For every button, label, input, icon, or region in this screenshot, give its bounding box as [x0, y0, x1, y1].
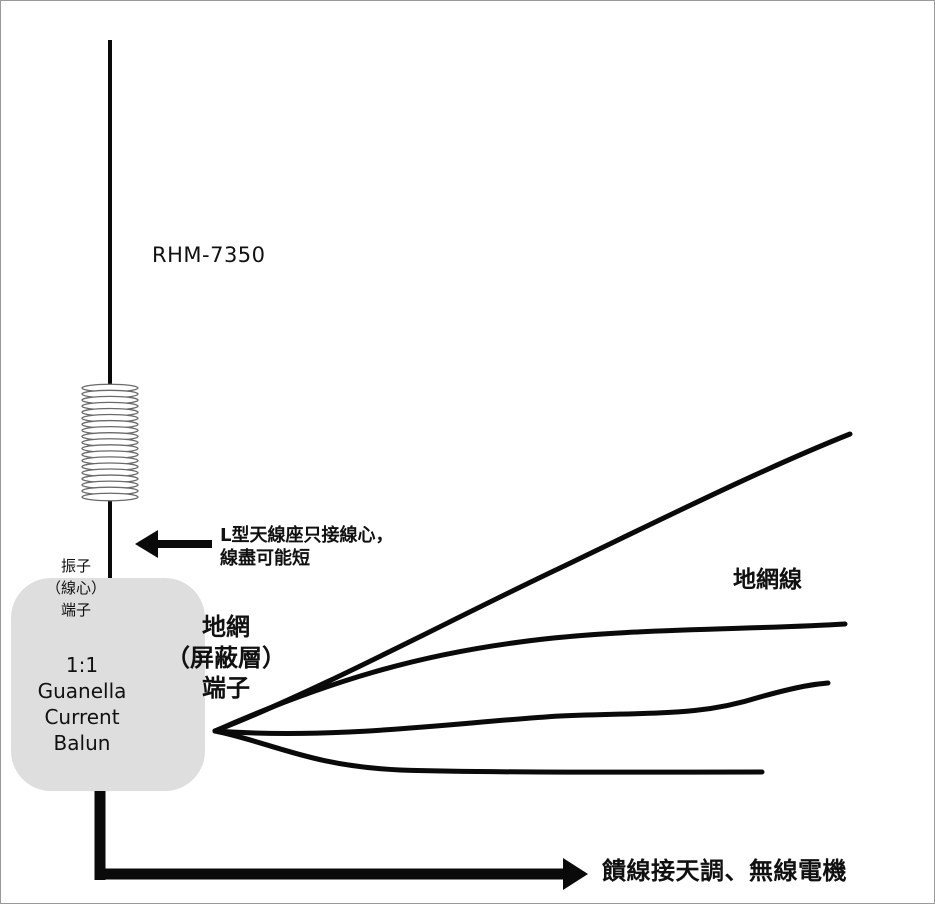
arrow-left-icon — [135, 530, 212, 558]
arrow-right-icon — [563, 858, 588, 890]
shield-terminal-label: 地網 （屏蔽層） 端子 — [166, 613, 286, 703]
balun-box — [11, 578, 205, 791]
antenna-model-label: RHM-7350 — [152, 243, 266, 267]
radial-wire-3 — [212, 680, 831, 736]
radial-wire-4 — [212, 728, 765, 775]
feedline-label: 饋線接天調、無線電機 — [602, 857, 847, 885]
connector-note: L型天線座只接線心， 線盡可能短 — [220, 525, 394, 570]
element-terminal-label: 振子 （線心） 端子 — [45, 557, 106, 619]
feedline — [94, 791, 588, 890]
balun-label: 1:1 Guanella Current Balun — [37, 653, 127, 755]
radial-wire-2 — [212, 621, 848, 734]
radials-label: 地網線 — [733, 567, 802, 593]
radial-wires — [212, 431, 853, 775]
loading-coil-icon — [81, 383, 139, 502]
radial-wire-1 — [212, 431, 853, 734]
coil-turn — [81, 492, 139, 502]
